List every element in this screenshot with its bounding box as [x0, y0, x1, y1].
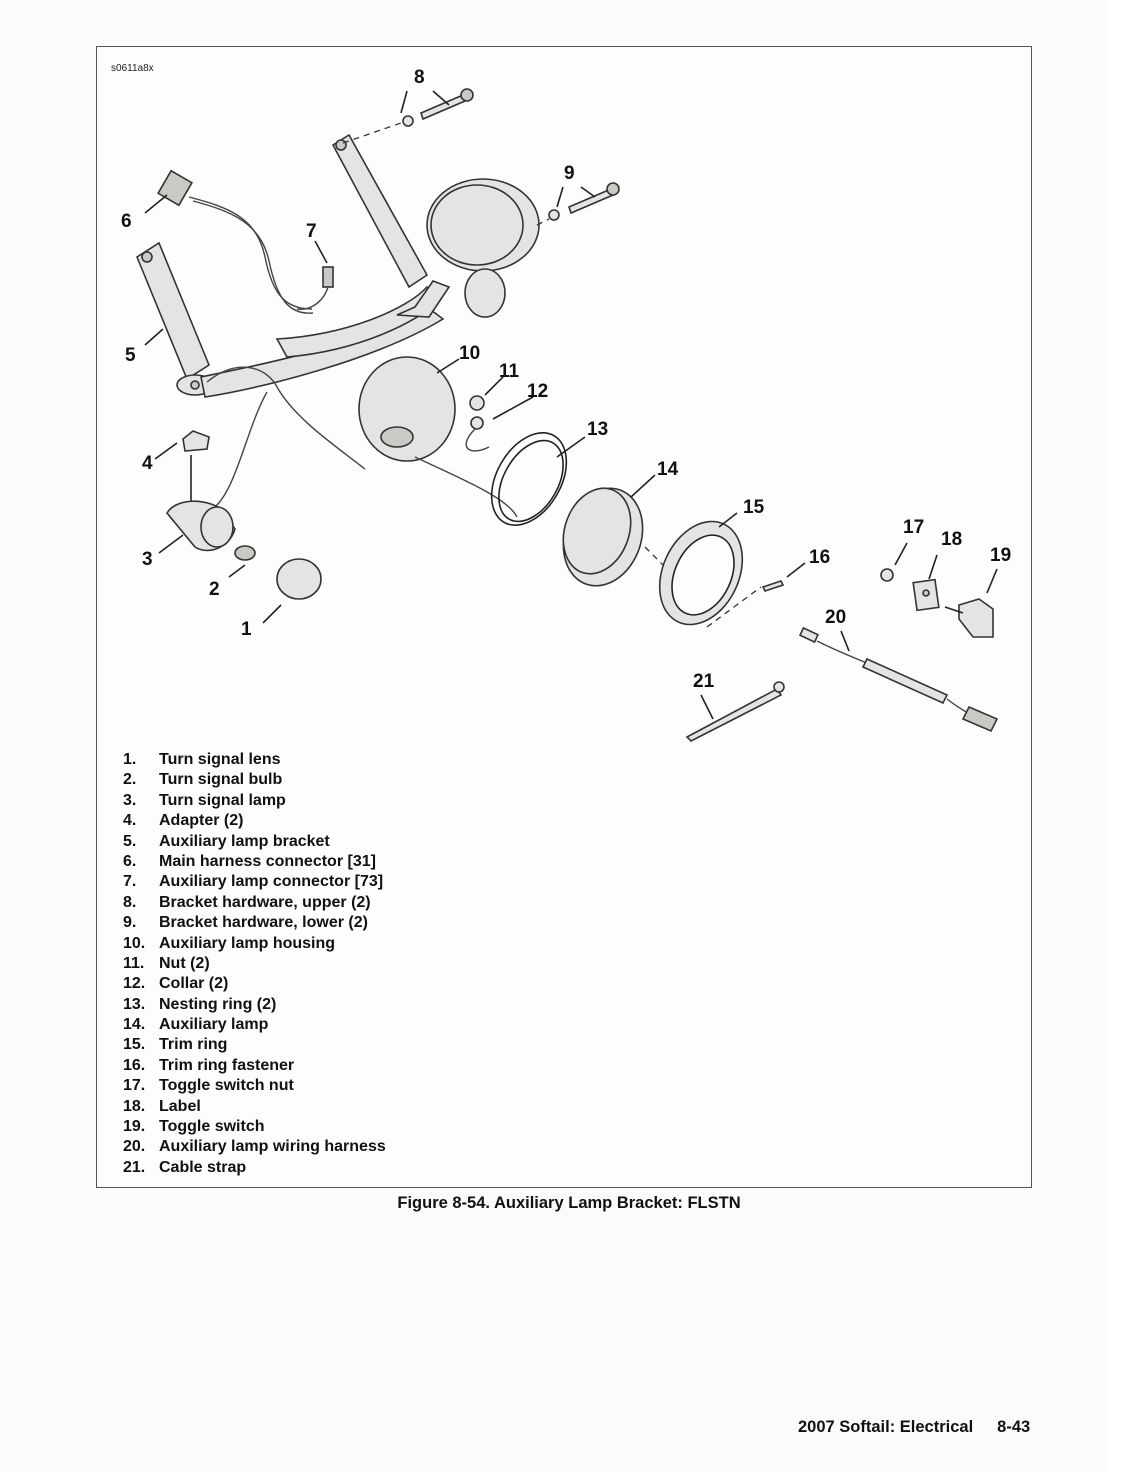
callout-1: 1	[241, 619, 252, 640]
nesting-ring	[490, 432, 568, 526]
legend-item: 16.Trim ring fastener	[123, 1056, 295, 1074]
legend-item: 6.Main harness connector [31]	[123, 852, 376, 870]
leader-lines	[144, 90, 998, 720]
legend-item: 7.Auxiliary lamp connector [73]	[123, 873, 384, 891]
legend-item: 4.Adapter (2)	[123, 812, 244, 830]
auxiliary-lamp-wiring-harness	[798, 626, 999, 733]
callout-20: 20	[825, 607, 846, 628]
upper-auxiliary-lamp	[426, 178, 540, 318]
legend-item: 14.Auxiliary lamp	[123, 1016, 269, 1034]
upper-bracket-arm	[331, 133, 429, 289]
parts-legend: 1.Turn signal lens 2.Turn signal bulb 3.…	[123, 750, 386, 1178]
nut-and-collar	[465, 395, 490, 452]
turn-signal-assembly	[166, 430, 322, 600]
legend-item: 18.Label	[123, 1097, 201, 1115]
callout-8: 8	[414, 67, 425, 88]
legend-item: 20.Auxiliary lamp wiring harness	[123, 1138, 386, 1156]
callout-2: 2	[209, 579, 220, 600]
legend-item: 15.Trim ring	[123, 1036, 228, 1054]
callout-14: 14	[657, 459, 679, 480]
main-harness	[157, 169, 366, 508]
legend-item: 12.Collar (2)	[123, 975, 229, 993]
lower-bracket-hardware	[536, 182, 620, 226]
callout-17: 17	[903, 517, 924, 538]
auxiliary-lamp-bracket	[136, 241, 214, 396]
callout-5: 5	[125, 345, 136, 366]
legend-item: 2.Turn signal bulb	[123, 771, 283, 789]
legend-item: 5.Auxiliary lamp bracket	[123, 832, 330, 850]
callout-9: 9	[564, 163, 575, 184]
callout-12: 12	[527, 381, 548, 402]
toggle-switch-group	[880, 568, 994, 638]
callout-6: 6	[121, 211, 132, 232]
legend-item: 8.Bracket hardware, upper (2)	[123, 893, 371, 911]
cable-strap	[685, 681, 785, 742]
legend-item: 9.Bracket hardware, lower (2)	[123, 914, 368, 932]
legend-item: 1.Turn signal lens	[123, 751, 281, 768]
callout-4: 4	[142, 453, 153, 474]
upper-bracket-hardware	[342, 88, 474, 144]
legend-item: 13.Nesting ring (2)	[123, 995, 277, 1013]
callout-10: 10	[459, 343, 480, 364]
auxiliary-lamp	[562, 487, 666, 587]
figure-frame: s0611a8x	[96, 46, 1032, 1188]
callout-15: 15	[743, 497, 765, 518]
callout-18: 18	[941, 529, 962, 550]
legend-item: 17.Toggle switch nut	[123, 1077, 294, 1095]
page-number: 8-43	[997, 1418, 1031, 1436]
callout-7: 7	[306, 221, 317, 242]
callout-16: 16	[809, 547, 830, 568]
page-edge	[1108, 0, 1138, 1472]
figure-caption: Figure 8-54. Auxiliary Lamp Bracket: FLS…	[397, 1194, 741, 1212]
exploded-diagram: 1 2 3 4 5 6 7 8 9 10 11 12 13 14 15 16 1…	[121, 67, 1011, 742]
legend-item: 21.Cable strap	[123, 1158, 247, 1176]
page-footer: 2007 Softail: Electrical 8-43	[798, 1418, 1030, 1437]
footer-title: 2007 Softail: Electrical	[798, 1418, 974, 1436]
callout-13: 13	[587, 419, 608, 440]
trim-ring	[658, 520, 744, 626]
art-code: s0611a8x	[111, 63, 154, 74]
legend-item: 3.Turn signal lamp	[123, 791, 286, 809]
trim-ring-fastener	[706, 580, 785, 628]
callout-3: 3	[142, 549, 153, 570]
callout-19: 19	[990, 545, 1011, 566]
callout-21: 21	[693, 671, 715, 692]
legend-item: 19.Toggle switch	[123, 1118, 265, 1136]
legend-item: 10.Auxiliary lamp housing	[123, 934, 336, 952]
bracket-body	[200, 280, 451, 398]
callout-11: 11	[499, 361, 520, 382]
auxiliary-lamp-housing	[358, 356, 518, 518]
legend-item: 11.Nut (2)	[123, 954, 210, 972]
